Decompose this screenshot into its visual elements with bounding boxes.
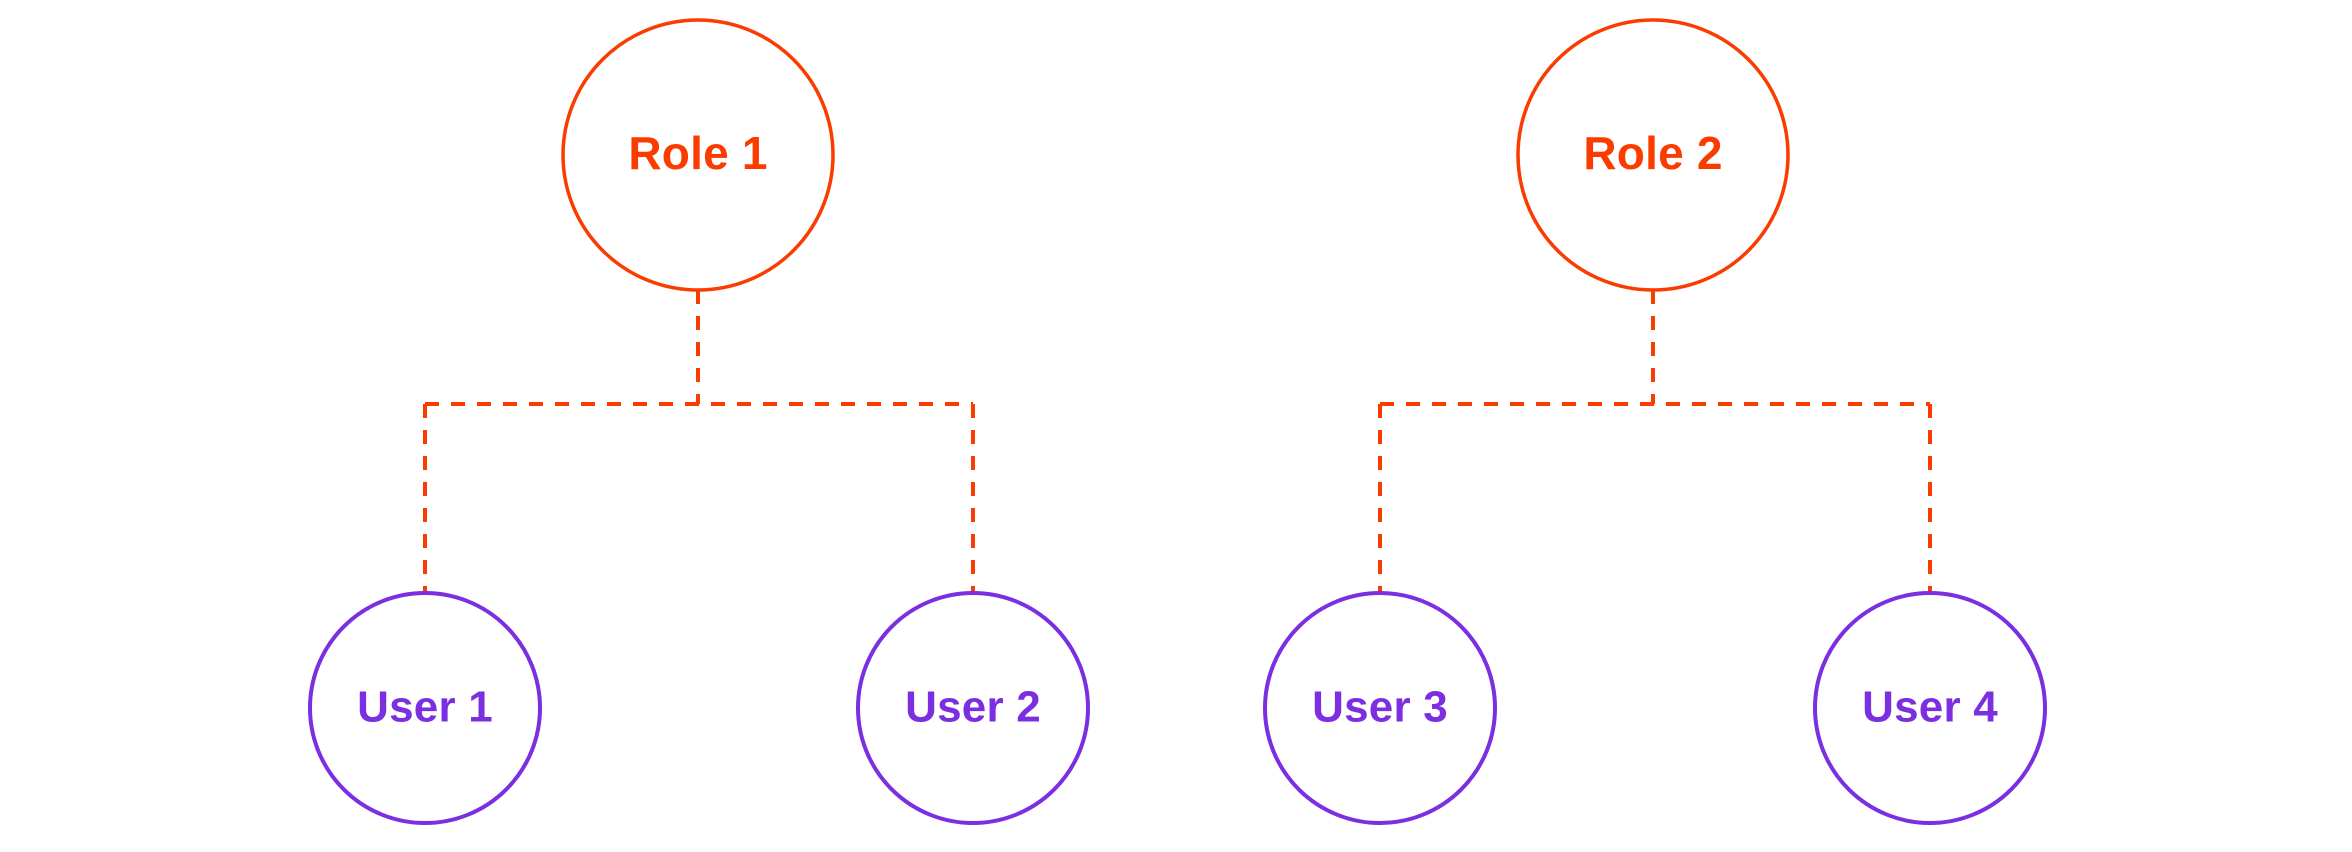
- user-node-user-1[interactable]: User 1: [308, 591, 542, 825]
- user-2-label: User 2: [905, 683, 1041, 732]
- role-node-role-1[interactable]: Role 1: [561, 18, 835, 292]
- role-2-label: Role 2: [1583, 127, 1722, 179]
- role-node-role-2[interactable]: Role 2: [1516, 18, 1790, 292]
- user-3-circle[interactable]: [1263, 591, 1497, 825]
- user-4-label: User 4: [1862, 683, 1998, 732]
- role-2-circle[interactable]: [1516, 18, 1790, 292]
- user-node-user-4[interactable]: User 4: [1813, 591, 2047, 825]
- user-node-user-3[interactable]: User 3: [1263, 591, 1497, 825]
- user-1-circle[interactable]: [308, 591, 542, 825]
- user-1-label: User 1: [357, 683, 493, 732]
- user-4-circle[interactable]: [1813, 591, 2047, 825]
- user-2-circle[interactable]: [856, 591, 1090, 825]
- user-node-user-2[interactable]: User 2: [856, 591, 1090, 825]
- connector-group-role-1: [423, 290, 975, 593]
- connector-group-role-2: [1378, 290, 1932, 593]
- user-3-label: User 3: [1312, 683, 1448, 732]
- role-1-circle[interactable]: [561, 18, 835, 292]
- role-1-label: Role 1: [628, 127, 767, 179]
